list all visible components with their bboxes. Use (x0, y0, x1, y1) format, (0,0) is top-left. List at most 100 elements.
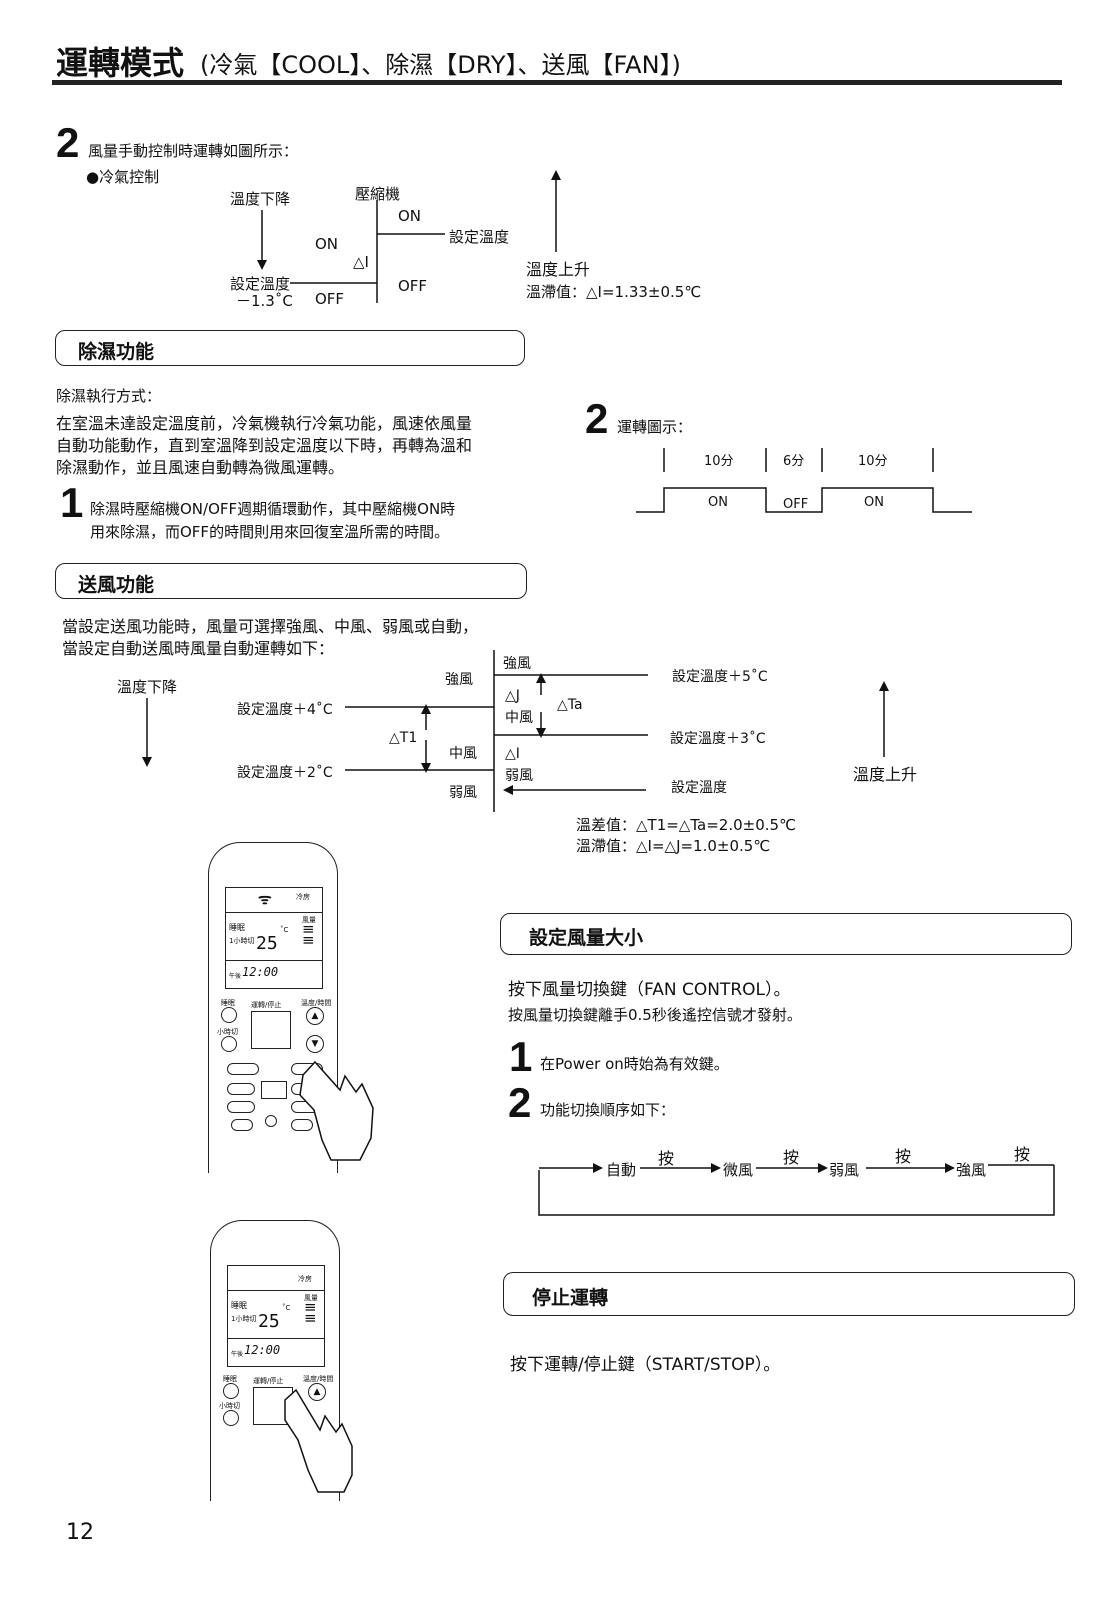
remote-1-button-1[interactable] (227, 1083, 255, 1095)
cool-compressor: 壓縮機 (355, 185, 401, 203)
fan-hyst: 溫滯值：△I=△J=1.0±0.5℃ (576, 837, 771, 855)
header-rule (52, 80, 1062, 85)
fan-set-step2-number: 2 (508, 1079, 532, 1126)
remote-1-temp: 25 (256, 933, 278, 954)
remote-1-fan-label: 風量 (302, 916, 316, 924)
hand-icon (284, 1388, 353, 1493)
remote-1-display-divider-2 (226, 960, 322, 961)
stop-heading-box: 停止運轉 (503, 1272, 1075, 1316)
fan-temp-down: 溫度下降 (117, 678, 178, 696)
fan-set-line2: 按風量切換鍵離手0.5秒後遙控信號才發射。 (508, 1006, 802, 1024)
dry-para-line1: 在室溫未達設定溫度前，冷氣機執行冷氣功能，風速依風量 (56, 414, 473, 433)
remote-1-button-2[interactable] (261, 1081, 287, 1099)
remote-1-clock-prefix: 午後 (229, 973, 242, 980)
dry-timing-s2: OFF (783, 497, 809, 512)
cool-delta-i: △I (353, 253, 369, 271)
fan-set-step1-number: 1 (509, 1033, 533, 1080)
remote-1-mode: 冷房 (296, 893, 310, 901)
dry-timing-s3: ON (864, 495, 884, 510)
dry-step1-line1: 除濕時壓縮機ON/OFF週期循環動作，其中壓縮機ON時 (90, 500, 456, 518)
remote-1-mode-button[interactable] (227, 1063, 259, 1075)
remote-2-clock-prefix: 午後 (231, 1351, 244, 1358)
remote-2-btn-startstop-label: 運轉/停止 (253, 1377, 284, 1385)
remote-1-start-stop-button[interactable] (251, 1011, 291, 1049)
fan-level-icon: ≡≡ (302, 920, 315, 949)
fan-weak-left: 弱風 (449, 785, 477, 801)
fan-heading-box: 送風功能 (55, 563, 527, 599)
fan-delta-i: △I (505, 746, 520, 762)
cool-off-right: OFF (398, 277, 428, 295)
page-subtitle: (冷氣【COOL】、除濕【DRY】、送風【FAN】) (200, 51, 681, 79)
remote-2-clock: 12:00 (244, 1343, 281, 1357)
remote-2-display: 冷房 睡眠 1小時切 25 ˚C 風量 ≡≡ 午後 12:00 (227, 1265, 325, 1367)
seq-press-2: 按 (783, 1148, 800, 1167)
remote-2-btn-sleep-label: 睡眠 (223, 1375, 237, 1383)
remote-1-btn-temp-label: 溫度/時間 (301, 999, 332, 1007)
remote-2-hour-button[interactable] (223, 1410, 239, 1426)
fan-set-line1: 按下風量切換鍵（FAN CONTROL）。 (508, 980, 791, 1000)
remote-1-sleep: 睡眠 (229, 923, 245, 932)
cool-off-left: OFF (315, 290, 345, 308)
seq-item-breeze: 微風 (723, 1161, 754, 1179)
remote-1-hour-button[interactable] (221, 1036, 237, 1052)
fan-set-heading-box: 設定風量大小 (500, 913, 1072, 955)
dry-para-line3: 除濕動作，並且風速自動轉為微風運轉。 (56, 458, 345, 477)
fan-mid-right: 中風 (505, 710, 533, 726)
dry-step2-text: 運轉圖示： (617, 418, 693, 436)
fan-setpoint: 設定溫度 (671, 780, 727, 796)
remote-1-sleep-button[interactable] (221, 1007, 237, 1023)
cool-setpoint: 設定溫度 (449, 228, 510, 246)
dry-heading-box: 除濕功能 (55, 330, 525, 366)
fan-strong-top: 強風 (503, 656, 531, 672)
fan-level-icon: ≡≡ (304, 1298, 317, 1327)
fan-delta-ta: △Ta (557, 697, 583, 713)
remote-2-fan-label: 風量 (304, 1294, 318, 1302)
fan-set-step1: 在Power on時始為有效鍵。 (540, 1055, 729, 1073)
remote-2-btn-hour-label: 小時切 (219, 1402, 240, 1410)
fan-set-plus3: 設定溫度＋3˚C (670, 731, 766, 747)
remote-1-button-4[interactable] (227, 1101, 255, 1113)
fan-strong-left: 強風 (445, 672, 473, 688)
remote-1-temp-up-button[interactable]: ▲ (306, 1007, 324, 1025)
remote-control-2: 冷房 睡眠 1小時切 25 ˚C 風量 ≡≡ 午後 12:00 睡眠 小時切 運… (210, 1220, 340, 1501)
remote-1-button-7[interactable] (265, 1115, 277, 1127)
cool-step-text: 風量手動控制時運轉如圖所示： (88, 142, 299, 160)
seq-press-3: 按 (895, 1147, 912, 1166)
fan-diff: 溫差值：△T1=△Ta=2.0±0.5℃ (576, 816, 796, 834)
remote-1-timer: 1小時切 (229, 937, 255, 945)
fan-weak-right: 弱風 (505, 768, 533, 784)
remote-1-button-6[interactable] (231, 1119, 253, 1131)
remote-1-clock: 12:00 (242, 965, 279, 979)
remote-1-display-divider (226, 912, 322, 913)
remote-2-sleep-button[interactable] (223, 1383, 239, 1399)
remote-1-btn-startstop-label: 運轉/停止 (251, 1001, 282, 1009)
remote-2-sleep: 睡眠 (231, 1301, 247, 1310)
hand-icon (299, 1060, 374, 1161)
fan-set-step2: 功能切換順序如下： (540, 1101, 676, 1119)
remote-2-temp-up-button[interactable]: ▲ (308, 1383, 326, 1401)
remote-1-button-8[interactable] (291, 1119, 313, 1131)
remote-2-btn-temp-label: 溫度/時間 (303, 1375, 334, 1383)
seq-press-4: 按 (1014, 1145, 1031, 1164)
seq-item-auto: 自動 (606, 1161, 637, 1179)
dry-method: 除濕執行方式： (56, 387, 162, 405)
fan-set-heading: 設定風量大小 (529, 927, 644, 949)
seq-item-strong: 強風 (956, 1161, 987, 1179)
cool-step-number: 2 (56, 119, 80, 166)
remote-2-display-divider (228, 1290, 324, 1291)
dry-timing-waveform (636, 487, 972, 513)
remote-2-display-divider-2 (228, 1338, 324, 1339)
remote-1-temp-down-button[interactable]: ▼ (306, 1035, 324, 1053)
remote-2-timer: 1小時切 (231, 1315, 257, 1323)
dry-step1-number: 1 (60, 479, 84, 526)
cool-bullet: ●冷氣控制 (86, 168, 160, 186)
fan-set-plus4: 設定溫度＋4˚C (237, 702, 333, 718)
seq-item-weak: 弱風 (829, 1161, 860, 1179)
remote-2-mode: 冷房 (298, 1275, 312, 1283)
seq-press-1: 按 (658, 1149, 675, 1168)
dry-step2-number: 2 (585, 395, 609, 442)
remote-1-unit: ˚C (280, 926, 289, 934)
page-title: 運轉模式 (56, 44, 185, 82)
dry-timing-s1: ON (708, 495, 728, 510)
